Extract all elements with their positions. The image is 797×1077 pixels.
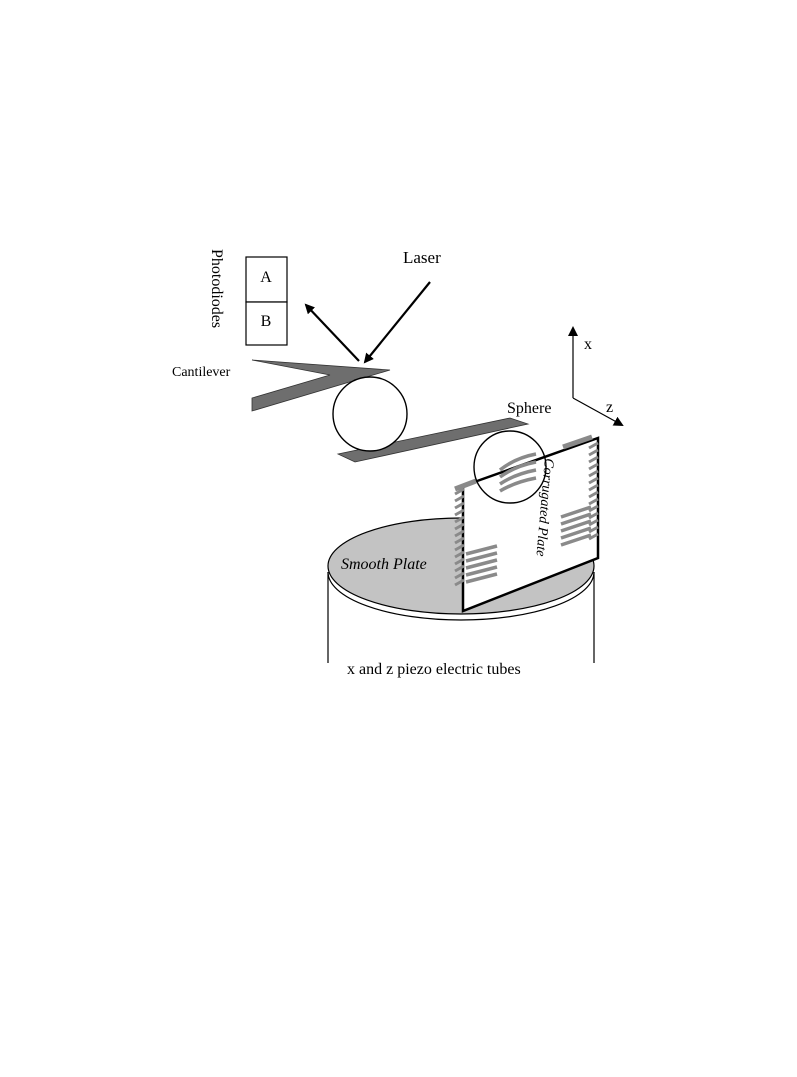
corrugation-tooth [588, 448, 599, 457]
corrugation-tooth [588, 511, 599, 520]
piezo-tube-rim [327, 571, 595, 621]
corrugation-tooth [454, 487, 465, 496]
cantilever [251, 359, 530, 463]
piezo-tubes-label: x and z piezo electric tubes [347, 661, 521, 678]
corrugation-tooth [588, 483, 599, 492]
laser-incident-arrow [363, 281, 431, 364]
corrugation-grooves-lower [465, 544, 498, 584]
photodiode-b-label: B [261, 313, 272, 330]
cantilever-lower-arm [336, 417, 530, 463]
corrugation-tooth [588, 532, 599, 541]
corrugation-tooth [454, 522, 465, 531]
corrugation-top-strip-left [454, 478, 477, 492]
axes: x z [568, 326, 624, 426]
corrugation-tooth [454, 564, 465, 573]
corrugation-tooth [588, 525, 599, 534]
sphere-magnified [473, 430, 547, 504]
corrugation-top-strip-right [562, 434, 593, 450]
sphere-label: Sphere [507, 400, 551, 417]
corrugation-tooth [588, 518, 599, 527]
corrugation-tooth [588, 441, 599, 450]
corrugation-tooth [588, 455, 599, 464]
corrugation-tooth [588, 490, 599, 499]
corrugation-tooth [454, 536, 465, 545]
corrugation-tooth [454, 494, 465, 503]
photodiodes: A B Photodiodes [208, 249, 288, 346]
corrugation-tooth [454, 571, 465, 580]
cantilever-label: Cantilever [172, 365, 231, 380]
corrugation-tooth [588, 504, 599, 513]
corrugation-grooves-right [560, 505, 592, 547]
sphere-circle [473, 430, 547, 504]
photodiode-a-cell [245, 256, 288, 303]
corrugation-right-edge [588, 441, 599, 541]
photodiode-b-cell [245, 301, 288, 346]
cantilever-probe-sphere [332, 376, 408, 452]
photodiode-a-label: A [260, 269, 272, 286]
piezo-tube [327, 571, 595, 663]
corrugated-plate [454, 434, 600, 613]
axis-x-label: x [584, 336, 592, 353]
corrugation-tooth [454, 515, 465, 524]
photodiodes-label: Photodiodes [208, 249, 225, 328]
corrugation-left-edge [454, 487, 465, 587]
corrugation-tooth [588, 476, 599, 485]
laser-label: Laser [403, 248, 441, 267]
cantilever-beam [251, 359, 391, 412]
corrugation-tooth [454, 578, 465, 587]
corrugation-tooth [454, 508, 465, 517]
corrugation-tooth [588, 469, 599, 478]
axis-z-arrow [572, 397, 624, 426]
corrugation-tooth [454, 557, 465, 566]
corrugation-tooth [454, 529, 465, 538]
sphere-grooves [498, 452, 537, 493]
corrugation-tooth [588, 462, 599, 471]
laser-reflected-arrow [304, 303, 360, 362]
corrugation-tooth [454, 543, 465, 552]
corrugation-tooth [454, 550, 465, 559]
corrugation-tooth [454, 501, 465, 510]
axis-z-label: z [606, 399, 613, 416]
smooth-plate-label: Smooth Plate [341, 556, 427, 573]
corrugation-tooth [588, 497, 599, 506]
